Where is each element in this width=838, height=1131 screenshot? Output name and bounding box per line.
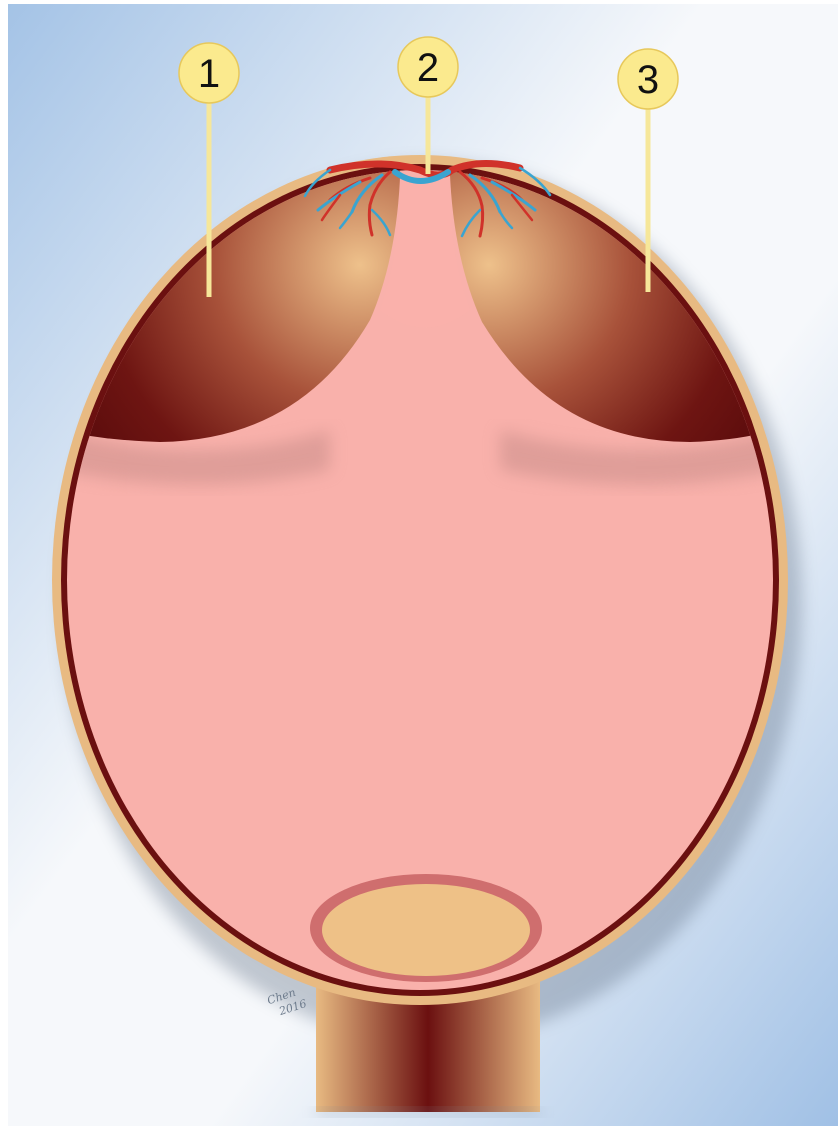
callout-label-3: 3 [637,58,659,102]
opening [322,884,530,976]
neck-shadow [316,1108,540,1116]
callout-label-1: 1 [198,52,220,96]
callout-3: 3 [618,49,678,109]
callout-2: 2 [398,37,458,97]
callout-label-2: 2 [417,46,439,90]
callout-1: 1 [179,43,239,103]
